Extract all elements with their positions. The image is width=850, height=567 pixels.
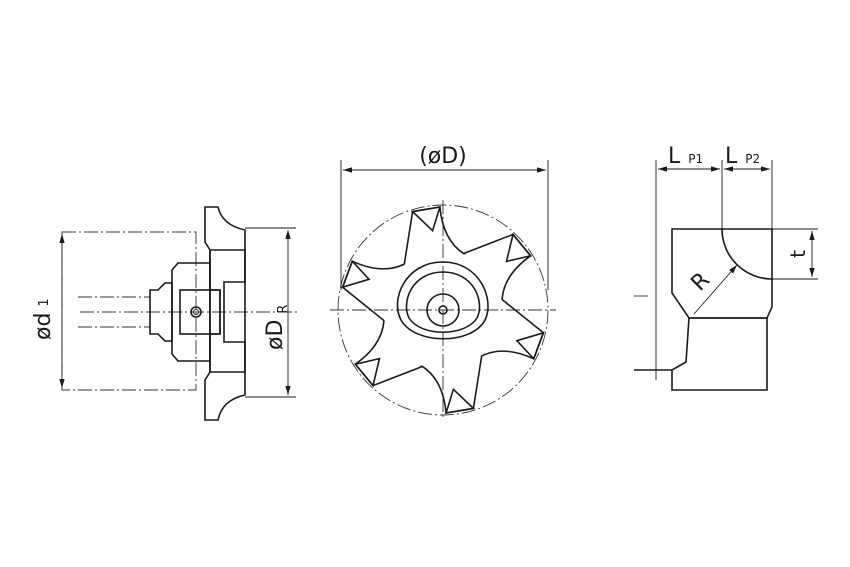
radius-profile — [721, 228, 773, 280]
center-hole — [190, 306, 202, 318]
shank-outline-phantom — [61, 231, 197, 391]
dimension-R-label: R — [687, 268, 715, 296]
workpiece-section — [671, 317, 768, 391]
dimension-t-label: t — [786, 250, 810, 258]
center-hole — [438, 305, 448, 315]
front-view: (øD) — [330, 144, 556, 420]
dimension-d1-label: ød1 — [31, 298, 56, 340]
dimension-DR-label: øDR — [263, 305, 291, 350]
insert-seat — [353, 357, 381, 388]
cutter-teeth — [341, 205, 545, 415]
insert-seat — [341, 259, 371, 289]
insert-seat — [410, 205, 442, 233]
flange-body — [204, 206, 246, 421]
insert-seat — [515, 331, 545, 361]
insert-seat — [444, 387, 476, 415]
cutter-hub — [396, 261, 489, 340]
side-section-view: ød1 øDR — [31, 206, 300, 421]
insert-seat — [505, 232, 533, 263]
dimension-D-label: (øD) — [419, 144, 467, 169]
cutter-body-outline — [341, 206, 545, 414]
